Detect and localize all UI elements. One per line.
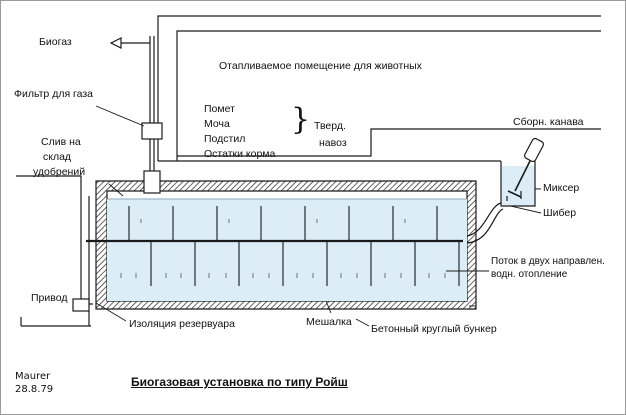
brace-icon: } [291, 102, 311, 137]
diagram-title: Биогазовая установка по типу Ройш [131, 375, 348, 389]
drain-outlet [16, 175, 93, 306]
label-flow-2: водн. отопление [491, 269, 568, 280]
label-mixer: Миксер [543, 182, 580, 194]
arrow-up-left-icon [109, 37, 122, 49]
gas-pipe [119, 36, 161, 194]
label-flow-1: Поток в двух направлен. [491, 256, 605, 267]
label-bunker: Бетонный круглый бункер [371, 323, 497, 335]
signature-author: Maurer [15, 371, 51, 382]
label-solid: Тверд. [314, 120, 346, 132]
agitator-paddles-bottom [150, 241, 460, 286]
motor-icon [20, 298, 91, 327]
signature-date: 28.8.79 [15, 384, 54, 395]
building-outline [157, 15, 601, 162]
label-agitator: Мешалка [306, 316, 352, 328]
collection-ditch [466, 161, 536, 244]
label-insulation: Изоляция резервуара [129, 318, 235, 330]
label-gate: Шибер [543, 207, 577, 219]
heating-ticks [120, 219, 446, 278]
gas-filter-icon [141, 122, 163, 140]
mixer-icon [506, 137, 545, 201]
label-heated-room: Отапливаемое помещение для животных [219, 60, 422, 72]
label-gas-filter: Фильтр для газа [14, 88, 94, 100]
label-bedding: Подстил [204, 133, 246, 145]
label-manure: Помет [204, 103, 235, 115]
label-dung: навоз [319, 137, 347, 149]
label-drain-3: удобрений [33, 166, 86, 178]
label-drain-2: склад [43, 151, 72, 163]
label-feed-residue: Остатки корма [204, 148, 276, 160]
label-urine: Моча [204, 118, 230, 130]
label-biogas: Биогаз [39, 36, 72, 48]
label-collection-ditch: Сборн. канава [513, 116, 584, 128]
label-drive: Привод [31, 292, 68, 304]
label-drain-1: Слив на [41, 136, 81, 148]
tank-liquid [107, 199, 467, 301]
agitator-paddles-top [128, 206, 438, 241]
